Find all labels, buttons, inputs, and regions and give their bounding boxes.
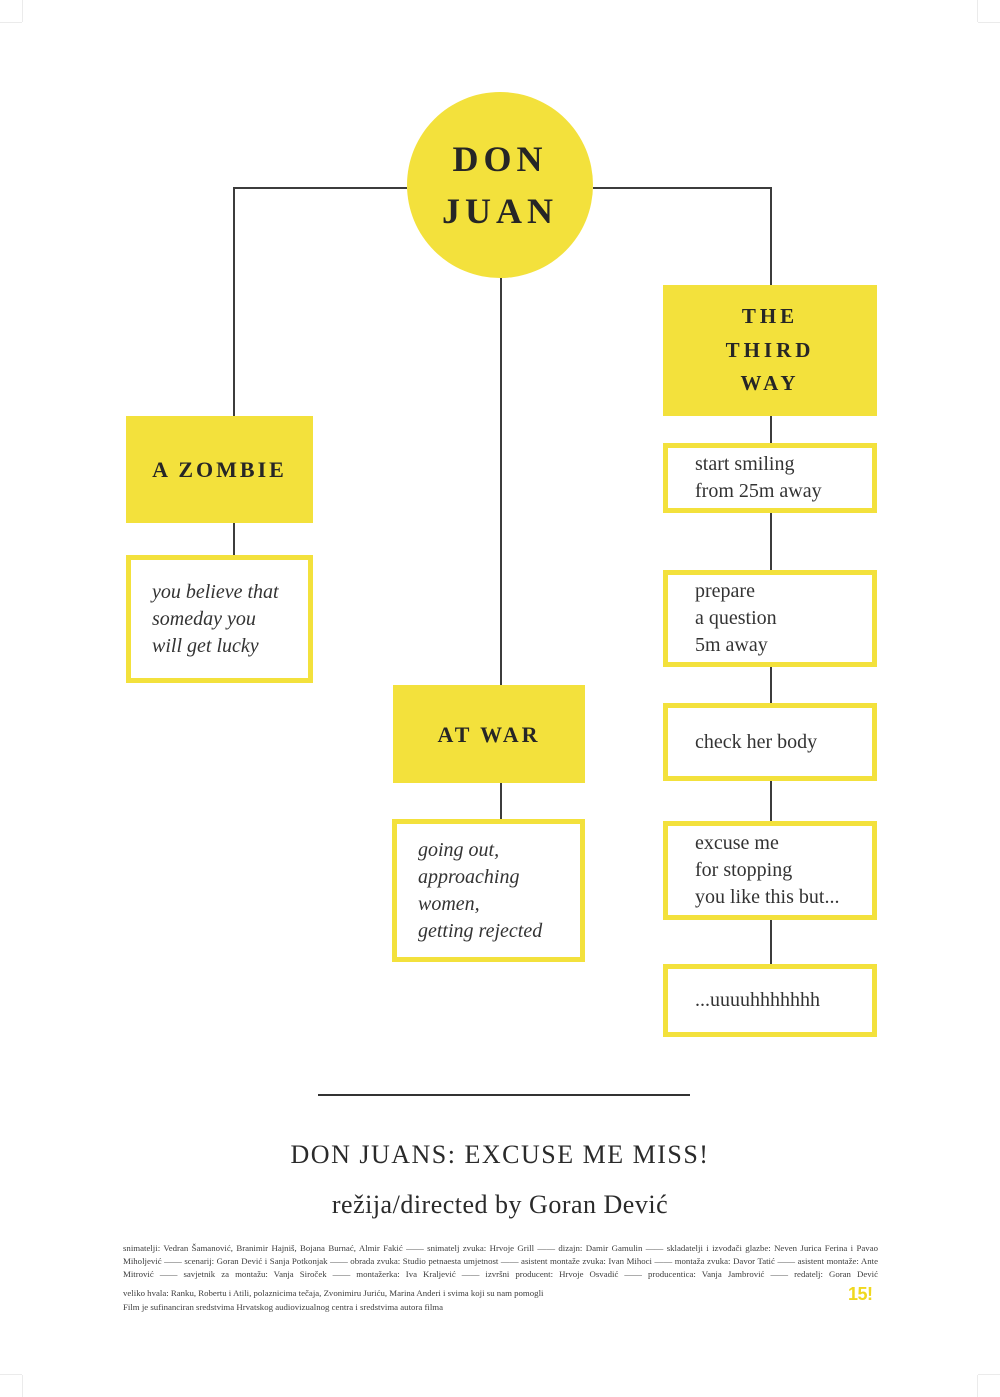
connector-step2-step3 bbox=[770, 667, 772, 703]
connector-step4-step5 bbox=[770, 920, 772, 964]
thirdway-title-box: THE THIRD WAY bbox=[663, 285, 877, 416]
connector-left-horizontal bbox=[233, 187, 407, 189]
crop-mark bbox=[22, 0, 23, 22]
credits-extra-block: veliko hvala: Ranku, Robertu i Atili, po… bbox=[123, 1286, 893, 1314]
atwar-title-label: AT WAR bbox=[437, 721, 541, 747]
credits-block: snimatelji: Vedran Šamanović, Branimir H… bbox=[123, 1243, 878, 1279]
root-node-label: DON JUAN bbox=[442, 138, 558, 231]
zombie-title-box: A ZOMBIE bbox=[126, 416, 313, 523]
root-node-don-juan: DON JUAN bbox=[407, 92, 593, 278]
crop-mark bbox=[0, 22, 22, 23]
thirdway-step-box: check her body bbox=[663, 703, 877, 781]
thirdway-step-text: excuse me for stopping you like this but… bbox=[695, 832, 840, 908]
crop-mark bbox=[977, 0, 978, 22]
connector-step3-step4 bbox=[770, 781, 772, 821]
thirdway-step-text: prepare a question 5m away bbox=[695, 580, 777, 656]
connector-step1-step2 bbox=[770, 513, 772, 570]
connector-right-horizontal bbox=[593, 187, 770, 189]
credits-thanks-line: veliko hvala: Ranku, Robertu i Atili, po… bbox=[123, 1288, 544, 1298]
thirdway-step-text: ...uuuuhhhhhhh bbox=[695, 989, 820, 1011]
film-title: DON JUANS: EXCUSE ME MISS! bbox=[290, 1140, 710, 1169]
thirdway-step-box: excuse me for stopping you like this but… bbox=[663, 821, 877, 920]
thirdway-step-box: ...uuuuhhhhhhh bbox=[663, 964, 877, 1037]
credits-funding-line: Film je sufinanciran sredstvima Hrvatsko… bbox=[123, 1302, 444, 1312]
atwar-title-box: AT WAR bbox=[393, 685, 585, 783]
crop-mark bbox=[22, 1375, 23, 1397]
crop-mark bbox=[977, 1375, 978, 1397]
atwar-desc-text: going out, approaching women, getting re… bbox=[418, 838, 543, 942]
zombie-desc-box: you believe that someday you will get lu… bbox=[126, 555, 313, 683]
crop-mark bbox=[978, 1374, 1000, 1375]
thirdway-step-text: start smiling from 25m away bbox=[695, 453, 822, 502]
connector-thirdway-step1 bbox=[770, 416, 772, 443]
studio-15-logo: 15! bbox=[848, 1284, 873, 1304]
zombie-desc-text: you believe that someday you will get lu… bbox=[152, 580, 279, 657]
thirdway-step-text: check her body bbox=[695, 730, 818, 753]
crop-mark bbox=[0, 1374, 22, 1375]
thirdway-title-label: THE THIRD WAY bbox=[725, 304, 815, 396]
zombie-title-label: A ZOMBIE bbox=[152, 457, 287, 482]
connector-atwar-desc bbox=[500, 783, 502, 819]
crop-mark bbox=[978, 22, 1000, 23]
title-divider-line bbox=[318, 1094, 690, 1096]
connector-right-vertical bbox=[770, 187, 772, 285]
thirdway-step-box: start smiling from 25m away bbox=[663, 443, 877, 513]
film-director-credit: režija/directed by Goran Dević bbox=[331, 1190, 669, 1219]
connector-center-vertical bbox=[500, 278, 502, 686]
connector-left-vertical bbox=[233, 187, 235, 416]
thirdway-step-box: prepare a question 5m away bbox=[663, 570, 877, 667]
connector-zombie-desc bbox=[233, 523, 235, 555]
atwar-desc-box: going out, approaching women, getting re… bbox=[392, 819, 585, 962]
